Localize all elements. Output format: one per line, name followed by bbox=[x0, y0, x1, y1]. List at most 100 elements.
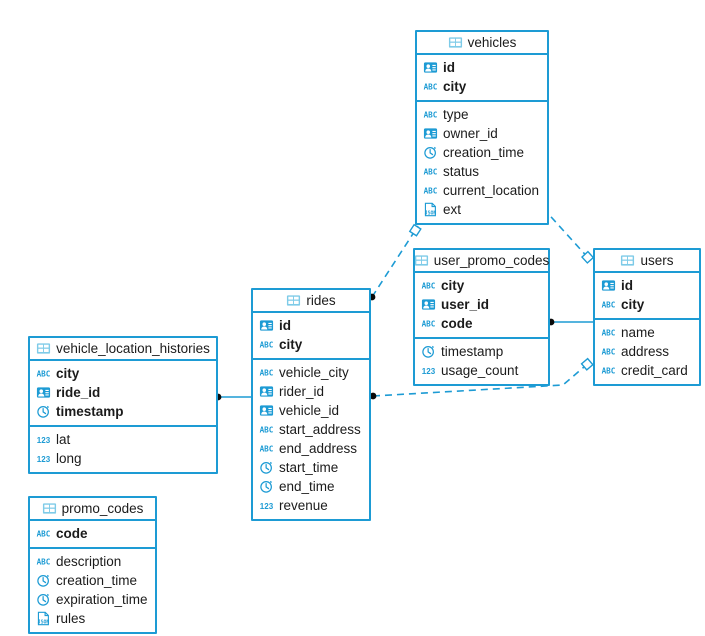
column-name: current_location bbox=[443, 182, 540, 198]
table-header-rides[interactable]: rides bbox=[253, 290, 369, 313]
column-name: city bbox=[56, 365, 80, 381]
123-icon: 123 bbox=[259, 498, 274, 513]
column-row[interactable]: vehicle_id bbox=[253, 401, 369, 420]
abc-icon: ABC bbox=[36, 554, 51, 569]
column-row[interactable]: 123 usage_count bbox=[415, 361, 548, 380]
abc-icon: ABC bbox=[423, 183, 438, 198]
column-row[interactable]: ride_id bbox=[30, 383, 216, 402]
column-name: owner_id bbox=[443, 125, 498, 141]
column-row[interactable]: expiration_time bbox=[30, 590, 155, 609]
svg-text:ABC: ABC bbox=[602, 329, 616, 338]
uuid-icon bbox=[423, 60, 438, 75]
abc-icon: ABC bbox=[421, 278, 436, 293]
column-name: city bbox=[621, 296, 645, 312]
uuid-icon bbox=[259, 403, 274, 418]
svg-text:123: 123 bbox=[260, 502, 274, 511]
svg-text:123: 123 bbox=[37, 455, 51, 464]
table-header-promo_codes[interactable]: promo_codes bbox=[30, 498, 155, 521]
column-row[interactable]: user_id bbox=[415, 295, 548, 314]
column-row[interactable]: 123 lat bbox=[30, 430, 216, 449]
column-row[interactable]: id bbox=[417, 58, 547, 77]
column-name: vehicle_id bbox=[279, 402, 340, 418]
column-row[interactable]: timestamp bbox=[415, 342, 548, 361]
column-row[interactable]: end_time bbox=[253, 477, 369, 496]
column-name: user_id bbox=[441, 296, 490, 312]
clock-icon bbox=[259, 460, 274, 475]
column-name: usage_count bbox=[441, 362, 519, 378]
column-name: code bbox=[56, 525, 88, 541]
abc-icon: ABC bbox=[423, 164, 438, 179]
column-row[interactable]: creation_time bbox=[30, 571, 155, 590]
abc-icon: ABC bbox=[259, 365, 274, 380]
table-icon bbox=[36, 341, 51, 356]
relationship-user-promo-codes-to-users[interactable] bbox=[547, 318, 593, 326]
abc-icon: ABC bbox=[601, 297, 616, 312]
column-name: city bbox=[441, 277, 465, 293]
column-name: city bbox=[443, 78, 467, 94]
column-name: rider_id bbox=[279, 383, 325, 399]
svg-text:ABC: ABC bbox=[602, 348, 616, 357]
column-name: start_address bbox=[279, 421, 361, 437]
column-row[interactable]: start_time bbox=[253, 458, 369, 477]
column-row[interactable]: id bbox=[253, 316, 369, 335]
column-name: creation_time bbox=[56, 572, 138, 588]
column-name: lat bbox=[56, 431, 71, 447]
uuid-icon bbox=[421, 297, 436, 312]
table-header-vehicle_location_histories[interactable]: vehicle_location_histories bbox=[30, 338, 216, 361]
json-icon: JSON bbox=[423, 202, 438, 217]
column-name: city bbox=[279, 336, 303, 352]
column-name: id bbox=[621, 277, 633, 293]
column-row[interactable]: ABC city bbox=[595, 295, 699, 314]
table-icon bbox=[448, 35, 463, 50]
column-name: long bbox=[56, 450, 82, 466]
relationship-square-marker bbox=[580, 357, 594, 371]
table-header-user_promo_codes[interactable]: user_promo_codes bbox=[414, 250, 550, 273]
svg-text:123: 123 bbox=[422, 367, 436, 376]
column-name: ext bbox=[443, 201, 462, 217]
column-row[interactable]: JSON ext bbox=[417, 200, 547, 219]
table-header-users[interactable]: users bbox=[595, 250, 699, 273]
column-name: id bbox=[279, 317, 291, 333]
svg-text:123: 123 bbox=[37, 436, 51, 445]
svg-text:ABC: ABC bbox=[424, 83, 438, 92]
column-row[interactable]: rider_id bbox=[253, 382, 369, 401]
column-row[interactable]: id bbox=[595, 276, 699, 295]
column-row[interactable]: 123 long bbox=[30, 449, 216, 468]
abc-icon: ABC bbox=[423, 79, 438, 94]
123-icon: 123 bbox=[421, 363, 436, 378]
column-row[interactable]: ABC city bbox=[417, 77, 547, 96]
abc-icon: ABC bbox=[259, 441, 274, 456]
column-row[interactable]: owner_id bbox=[417, 124, 547, 143]
column-row[interactable]: ABC city bbox=[415, 276, 548, 295]
column-row[interactable]: creation_time bbox=[417, 143, 547, 162]
column-row[interactable]: ABC current_location bbox=[417, 181, 547, 200]
table-title: user_promo_codes bbox=[433, 252, 550, 268]
table-header-vehicles[interactable]: vehicles bbox=[417, 32, 547, 55]
clock-icon bbox=[421, 344, 436, 359]
column-row[interactable]: timestamp bbox=[30, 402, 216, 421]
relationship-vehicle-location-histories-to-rides[interactable] bbox=[214, 393, 251, 401]
